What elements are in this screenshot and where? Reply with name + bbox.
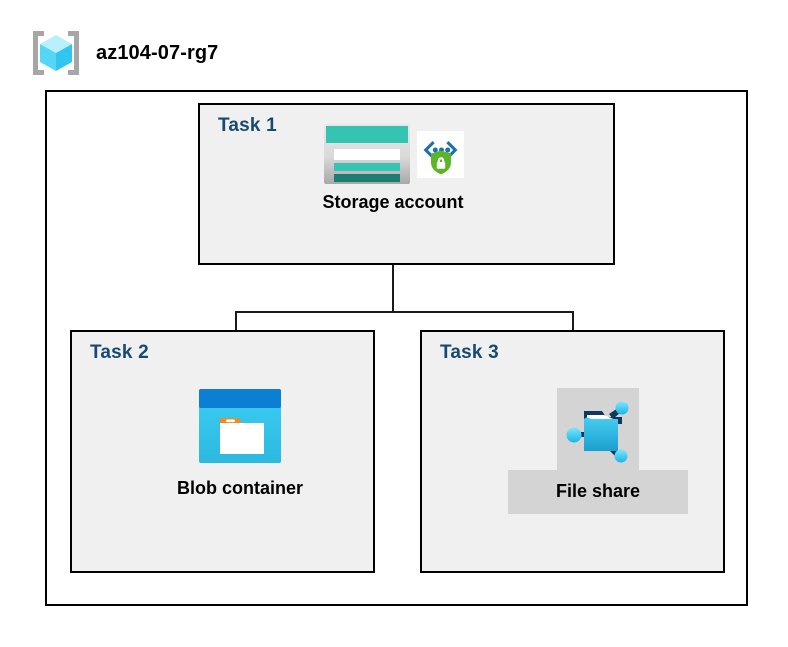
resource-group-name: az104-07-rg7: [96, 41, 219, 64]
blob-container-icon: [198, 388, 282, 464]
connector-horizontal-bus: [235, 311, 574, 313]
storage-account-caption: Storage account: [322, 192, 464, 212]
node-blob-container: Blob container: [147, 388, 333, 500]
storage-account-icon: [323, 123, 411, 185]
connector-storage-down: [392, 228, 394, 313]
task-3-label: Task 3: [440, 342, 499, 363]
node-file-share: File share: [508, 388, 688, 514]
managed-identity-shield-icon: [416, 130, 464, 178]
resource-group-header: az104-07-rg7: [30, 28, 218, 78]
node-storage-account: Storage account: [293, 122, 493, 214]
task-2-label: Task 2: [90, 342, 149, 363]
blob-container-caption: Blob container: [176, 478, 303, 498]
storage-icon-row: [323, 122, 464, 186]
file-share-caption-plate: File share: [508, 470, 688, 514]
task-1-label: Task 1: [218, 115, 277, 136]
resource-group-icon: [30, 28, 82, 78]
file-share-icon: [560, 391, 636, 467]
file-share-caption: File share: [555, 481, 641, 502]
file-share-icon-plate: [557, 388, 639, 470]
